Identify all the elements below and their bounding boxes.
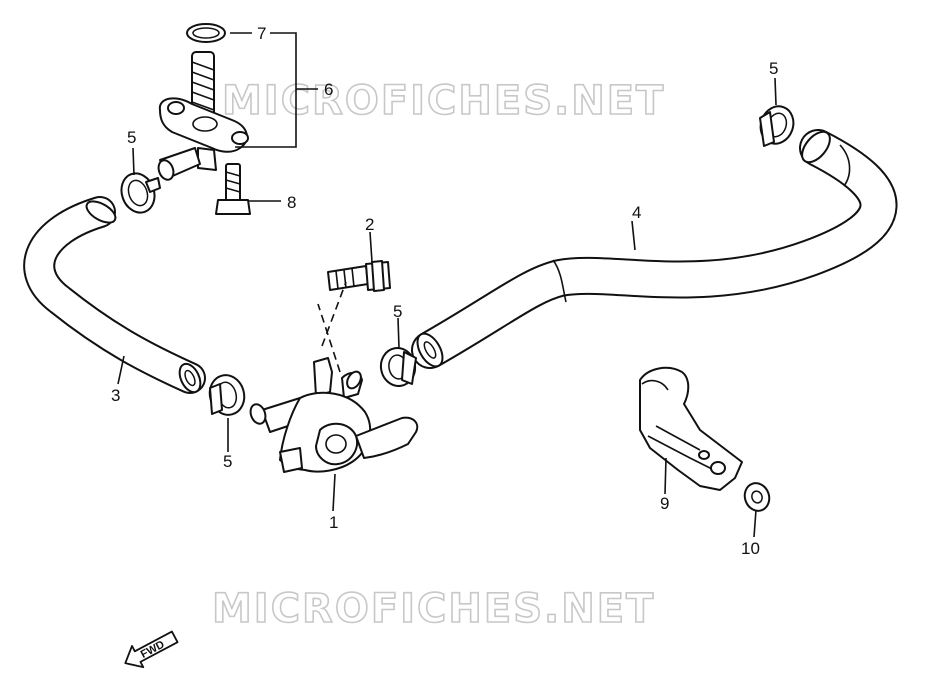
callout-2: 2: [365, 215, 374, 234]
callout-5-top-right: 5: [769, 59, 778, 78]
leader-lines: [117, 32, 777, 538]
callout-5-left-lower: 5: [223, 452, 232, 471]
callout-5-top-left: 5: [127, 128, 136, 147]
hose-left-part-3: [23, 196, 206, 394]
fuel-tap-assembly-part-6: [157, 23, 251, 215]
hose-right-part-4: [411, 129, 898, 369]
callout-6: 6: [324, 80, 333, 99]
bolt-part-2: [327, 260, 391, 292]
callout-1: 1: [329, 513, 338, 532]
fwd-label: FWD: [139, 638, 167, 660]
clamp-left-lower-part-5: [208, 374, 246, 416]
callout-4: 4: [632, 203, 641, 222]
watermark-bottom: MICROFICHES.NET: [212, 586, 655, 632]
callout-numbers: 1 2 3 4 5 5 5 5 6 7 8 9 10: [111, 24, 778, 558]
fwd-arrow-icon: FWD: [124, 630, 179, 669]
clamp-top-right-part-5: [759, 105, 795, 147]
bracket-part-9: [639, 366, 743, 491]
watermark-top: MICROFICHES.NET: [222, 78, 665, 124]
washer-part-10: [743, 482, 771, 512]
callout-5-center: 5: [393, 302, 402, 321]
callout-8: 8: [287, 193, 296, 212]
callout-10: 10: [741, 539, 760, 558]
clamp-center-part-5: [379, 347, 417, 387]
callout-7: 7: [257, 24, 266, 43]
callout-9: 9: [660, 494, 669, 513]
callout-3: 3: [111, 386, 120, 405]
clamp-top-left-part-5: [120, 172, 161, 214]
fuel-cock-part-1: [249, 281, 419, 473]
